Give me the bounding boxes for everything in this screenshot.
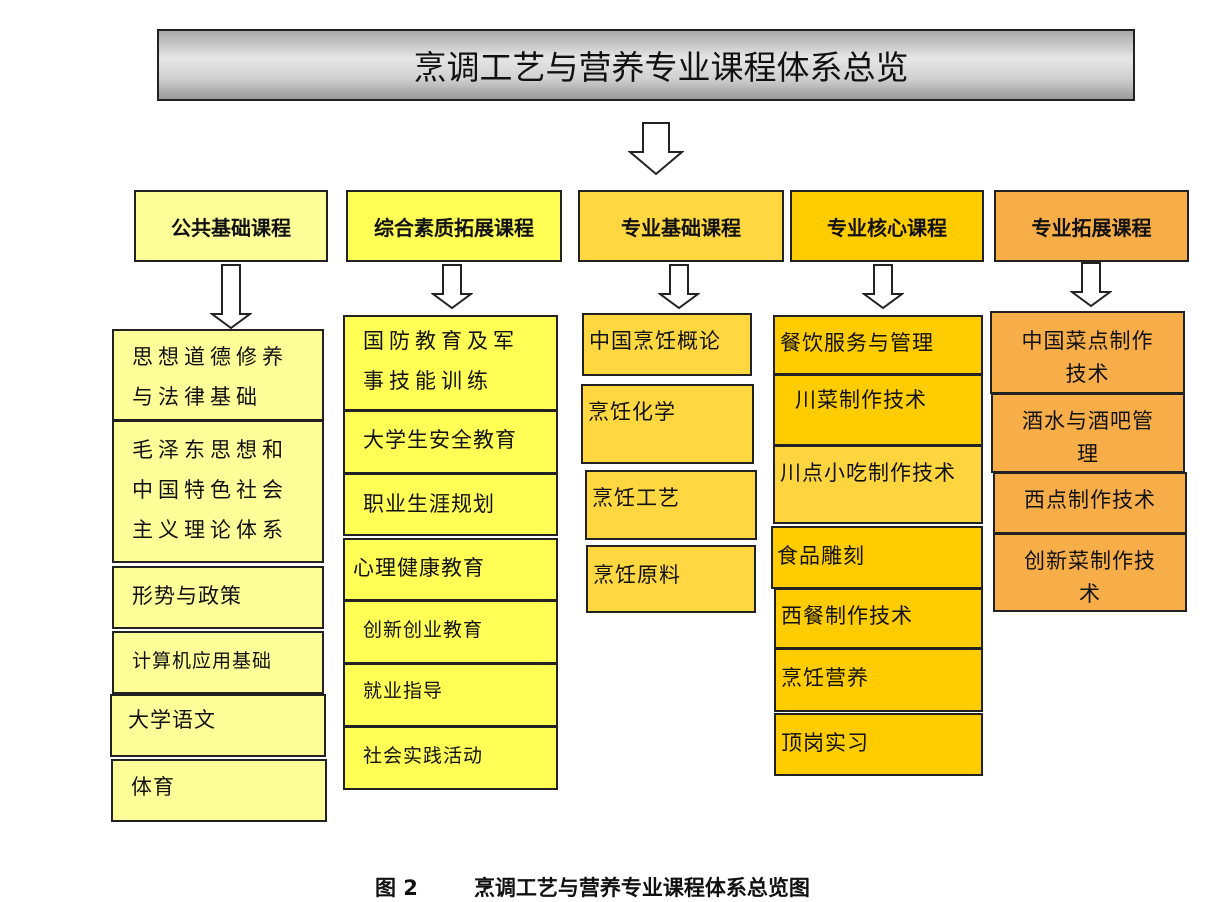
course-item: 思想道德修养与法律基础 [112, 329, 324, 421]
course-item: 烹饪化学 [581, 384, 754, 464]
course-item: 西点制作技术 [993, 472, 1187, 534]
course-item: 创新菜制作技术 [993, 533, 1187, 612]
figure-label: 图 2 [375, 876, 418, 900]
course-item: 计算机应用基础 [112, 631, 324, 694]
figure-caption: 图 2 烹调工艺与营养专业课程体系总览图 [375, 872, 810, 902]
course-item: 大学生安全教育 [343, 410, 558, 474]
course-item: 酒水与酒吧管理 [991, 393, 1185, 473]
course-item: 顶岗实习 [774, 713, 983, 776]
down-arrow-icon [658, 264, 700, 310]
header-major-extension: 专业拓展课程 [994, 190, 1189, 262]
course-item: 职业生涯规划 [343, 473, 558, 536]
course-item: 烹饪原料 [586, 545, 756, 613]
diagram-title: 烹调工艺与营养专业课程体系总览 [157, 29, 1135, 101]
down-arrow-icon [210, 264, 252, 330]
course-item: 食品雕刻 [771, 526, 983, 589]
header-quality: 综合素质拓展课程 [346, 190, 562, 262]
course-item: 国防教育及军事技能训练 [343, 315, 558, 411]
course-item: 心理健康教育 [343, 538, 558, 601]
course-item: 就业指导 [343, 663, 558, 727]
course-item: 形势与政策 [112, 566, 324, 629]
course-item: 餐饮服务与管理 [773, 315, 983, 375]
course-item: 西餐制作技术 [774, 588, 983, 649]
course-item: 中国烹饪概论 [582, 313, 752, 376]
course-item: 创新创业教育 [343, 600, 558, 664]
course-item: 社会实践活动 [343, 726, 558, 790]
down-arrow-icon [628, 122, 684, 176]
down-arrow-icon [431, 264, 473, 310]
header-major-core: 专业核心课程 [790, 190, 984, 262]
figure-caption-text: 烹调工艺与营养专业课程体系总览图 [473, 876, 810, 900]
course-item: 烹饪工艺 [585, 470, 757, 540]
course-item: 川菜制作技术 [773, 374, 983, 446]
course-item: 体育 [111, 759, 327, 822]
course-item: 毛泽东思想和中国特色社会主义理论体系 [112, 420, 324, 563]
course-item: 烹饪营养 [774, 648, 983, 712]
header-major-basic: 专业基础课程 [578, 190, 784, 262]
down-arrow-icon [1070, 262, 1112, 308]
course-item: 大学语文 [110, 694, 326, 757]
down-arrow-icon [862, 264, 904, 310]
course-item: 川点小吃制作技术 [773, 445, 983, 524]
course-item: 中国菜点制作技术 [990, 311, 1185, 394]
header-public-basic: 公共基础课程 [134, 190, 328, 262]
